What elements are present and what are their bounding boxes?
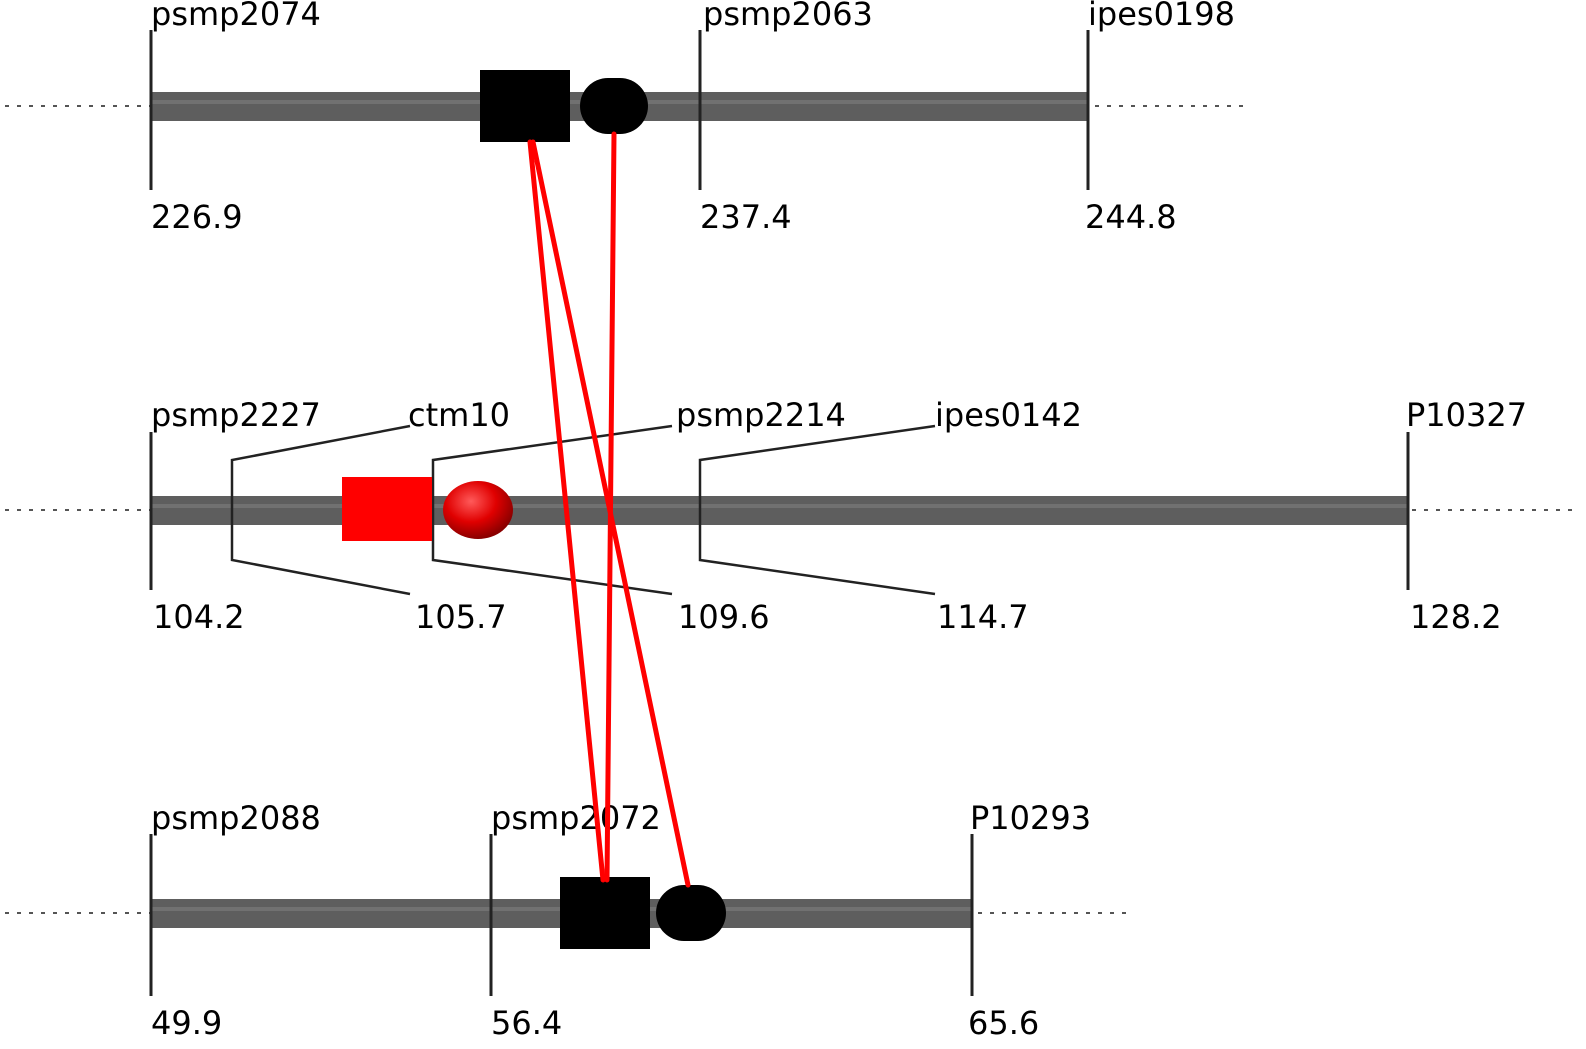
marker-position: 105.7: [415, 598, 507, 636]
marker-position: 128.2: [1410, 598, 1502, 636]
chromosome-bottom: psmp2088 49.9 psmp2072 56.4 P10293 65.6: [5, 799, 1130, 1042]
marker-position: 65.6: [968, 1004, 1039, 1042]
marker-name: P10293: [970, 799, 1091, 837]
marker-middle-4: P10327 128.2: [1406, 396, 1527, 636]
bottom-circle-marker[interactable]: [656, 885, 726, 941]
synteny-links: [527, 131, 691, 888]
chromosome-top: psmp2074 226.9 psmp2063 237.4 ipes0198 2…: [5, 0, 1245, 236]
middle-circle-marker[interactable]: [443, 481, 513, 539]
marker-position: 49.9: [151, 1004, 222, 1042]
link-top-square-to-bottom-square[interactable]: [527, 139, 606, 883]
middle-square-marker[interactable]: [342, 477, 432, 541]
marker-position: 56.4: [491, 1004, 562, 1042]
marker-name: psmp2063: [703, 0, 873, 33]
marker-name: psmp2074: [151, 0, 321, 33]
top-circle-marker[interactable]: [580, 78, 648, 134]
marker-position: 104.2: [153, 598, 245, 636]
chromosome-middle: psmp2227 104.2 ctm10 105.7 psmp2214 109.…: [5, 396, 1575, 636]
marker-middle-1: ctm10 105.7: [230, 396, 510, 636]
marker-bottom-1: psmp2072 56.4: [489, 799, 661, 1042]
bottom-square-marker[interactable]: [560, 877, 650, 949]
chromosome-middle-bar: [150, 496, 1408, 525]
marker-name: psmp2214: [676, 396, 846, 434]
marker-name: ctm10: [408, 396, 510, 434]
marker-name: psmp2088: [151, 799, 321, 837]
marker-position: 109.6: [678, 598, 770, 636]
marker-bottom-2: P10293 65.6: [968, 799, 1091, 1042]
marker-name: P10327: [1406, 396, 1527, 434]
marker-position: 226.9: [151, 198, 243, 236]
link-top-circle-to-bottom-square[interactable]: [604, 131, 617, 883]
marker-top-1: psmp2063 237.4: [698, 0, 873, 236]
marker-name: psmp2072: [491, 799, 661, 837]
marker-name: psmp2227: [151, 396, 321, 434]
marker-name: ipes0198: [1088, 0, 1235, 33]
top-square-marker[interactable]: [480, 70, 570, 142]
marker-middle-2: psmp2214 109.6: [431, 396, 846, 636]
marker-top-2: ipes0198 244.8: [1085, 0, 1235, 236]
marker-bottom-0: psmp2088 49.9: [149, 799, 321, 1042]
chromosome-middle-bar-sheen: [150, 504, 1408, 508]
marker-top-0: psmp2074 226.9: [149, 0, 321, 236]
marker-position: 244.8: [1085, 198, 1177, 236]
marker-position: 114.7: [937, 598, 1029, 636]
marker-middle-3: ipes0142 114.7: [698, 396, 1082, 636]
marker-middle-0: psmp2227 104.2: [149, 396, 321, 636]
marker-position: 237.4: [700, 198, 792, 236]
marker-name: ipes0142: [935, 396, 1082, 434]
